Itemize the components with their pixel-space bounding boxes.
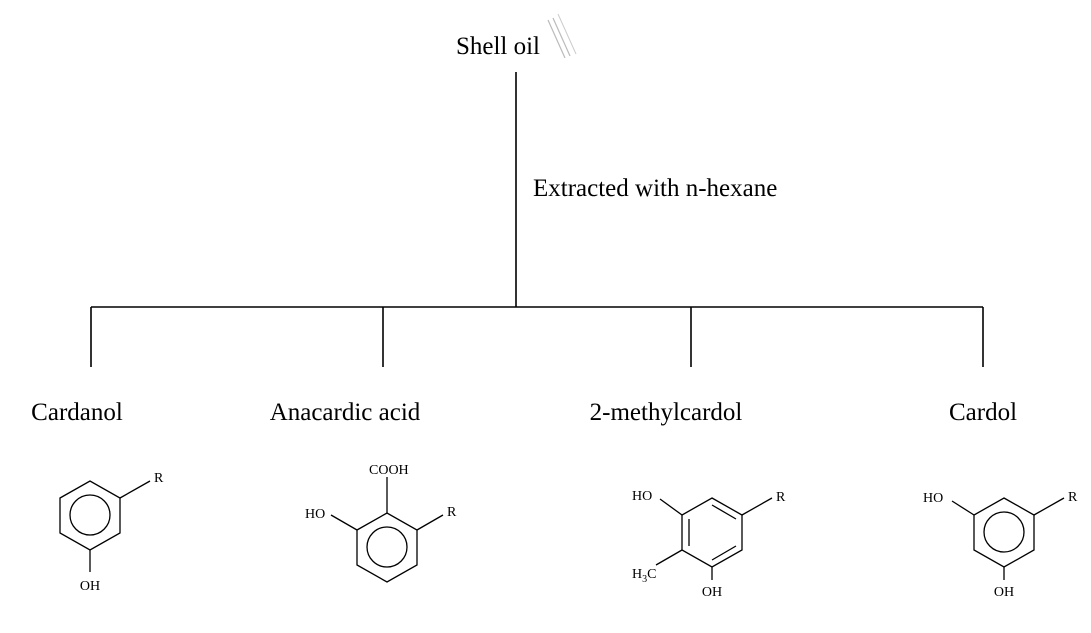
structure-anacardic-acid: COOH HO R [305, 463, 457, 583]
bond-r [119, 480, 151, 499]
substituent-cooh: COOH [369, 463, 409, 478]
bond-r [1033, 497, 1065, 516]
methyl-c: C [647, 567, 656, 582]
benzene-ring [973, 497, 1035, 568]
methyl-subscript: 3 [642, 574, 647, 585]
pen-mark-decoration [547, 13, 577, 59]
benzene-ring [59, 480, 121, 551]
bond-ho [951, 500, 975, 516]
methyl-h: H [632, 567, 642, 582]
aromatic-circle [69, 494, 111, 536]
aromatic-circle [366, 526, 408, 568]
double-bond [711, 504, 737, 520]
structure-2-methylcardol: HO R H3C OH [632, 489, 786, 600]
benzene-ring [681, 497, 743, 568]
substituent-r: R [1068, 490, 1078, 505]
benzene-ring [356, 512, 418, 583]
substituent-oh: OH [994, 585, 1014, 600]
aromatic-circle [983, 511, 1025, 553]
compound-name-cardol: Cardol [949, 399, 1017, 426]
substituent-r: R [447, 505, 457, 520]
substituent-oh: OH [702, 585, 722, 600]
bond-ho [330, 514, 358, 531]
substituent-ho: HO [923, 491, 943, 506]
double-bond [711, 545, 737, 561]
bond-r [741, 497, 773, 516]
compound-name-2-methylcardol: 2-methylcardol [590, 399, 743, 426]
substituent-h3c: H3C [632, 567, 656, 585]
compound-name-anacardic-acid: Anacardic acid [270, 399, 421, 426]
substituent-r: R [154, 471, 164, 486]
bond-methyl [655, 549, 683, 566]
substituent-r: R [776, 490, 786, 505]
compound-name-cardanol: Cardanol [31, 399, 123, 426]
substituent-oh: OH [80, 579, 100, 594]
substituent-ho: HO [632, 489, 652, 504]
substituent-ho: HO [305, 507, 325, 522]
bond-ho [659, 498, 683, 516]
root-label: Shell oil [456, 33, 540, 60]
structure-cardanol: R OH [59, 471, 164, 594]
structure-cardol: HO R OH [923, 490, 1078, 600]
process-label: Extracted with n-hexane [533, 175, 777, 202]
bond-r [416, 514, 444, 531]
